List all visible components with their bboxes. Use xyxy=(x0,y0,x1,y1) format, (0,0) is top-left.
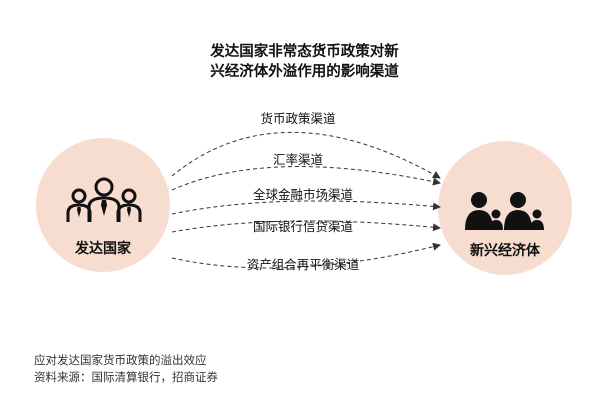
arrow-exchange-rate-channel xyxy=(171,166,441,191)
channel-label-international-bank-credit: 国际银行信贷渠道 xyxy=(252,219,354,234)
family-icon xyxy=(465,192,544,230)
arrow-international-bank-credit-channel xyxy=(171,220,441,233)
diagram-title-line-2: 兴经济体外溢作用的影响渠道 xyxy=(210,64,399,80)
arrow-global-financial-market-channel xyxy=(171,200,441,215)
group-of-people-icon xyxy=(66,177,142,222)
channel-label-monetary-policy: 货币政策渠道 xyxy=(260,111,336,126)
diagram-title-line-1: 发达国家非常态货币政策对新 xyxy=(210,44,399,60)
arrow-monetary-policy-channel xyxy=(171,131,441,179)
footnote-caption: 应对发达国家货币政策的溢出效应 xyxy=(34,353,207,367)
target-node-label: 新兴经济体 xyxy=(470,243,540,259)
channel-label-global-financial-market: 全球金融市场渠道 xyxy=(252,187,354,202)
source-node-label: 发达国家 xyxy=(75,241,131,257)
footnote-source: 资料来源：国际清算银行，招商证券 xyxy=(34,370,218,384)
target-node-circle xyxy=(438,141,572,275)
channel-label-portfolio-rebalancing: 资产组合再平衡渠道 xyxy=(246,257,360,272)
arrow-portfolio-rebalancing-channel xyxy=(171,242,441,269)
channel-label-exchange-rate: 汇率渠道 xyxy=(272,152,324,167)
